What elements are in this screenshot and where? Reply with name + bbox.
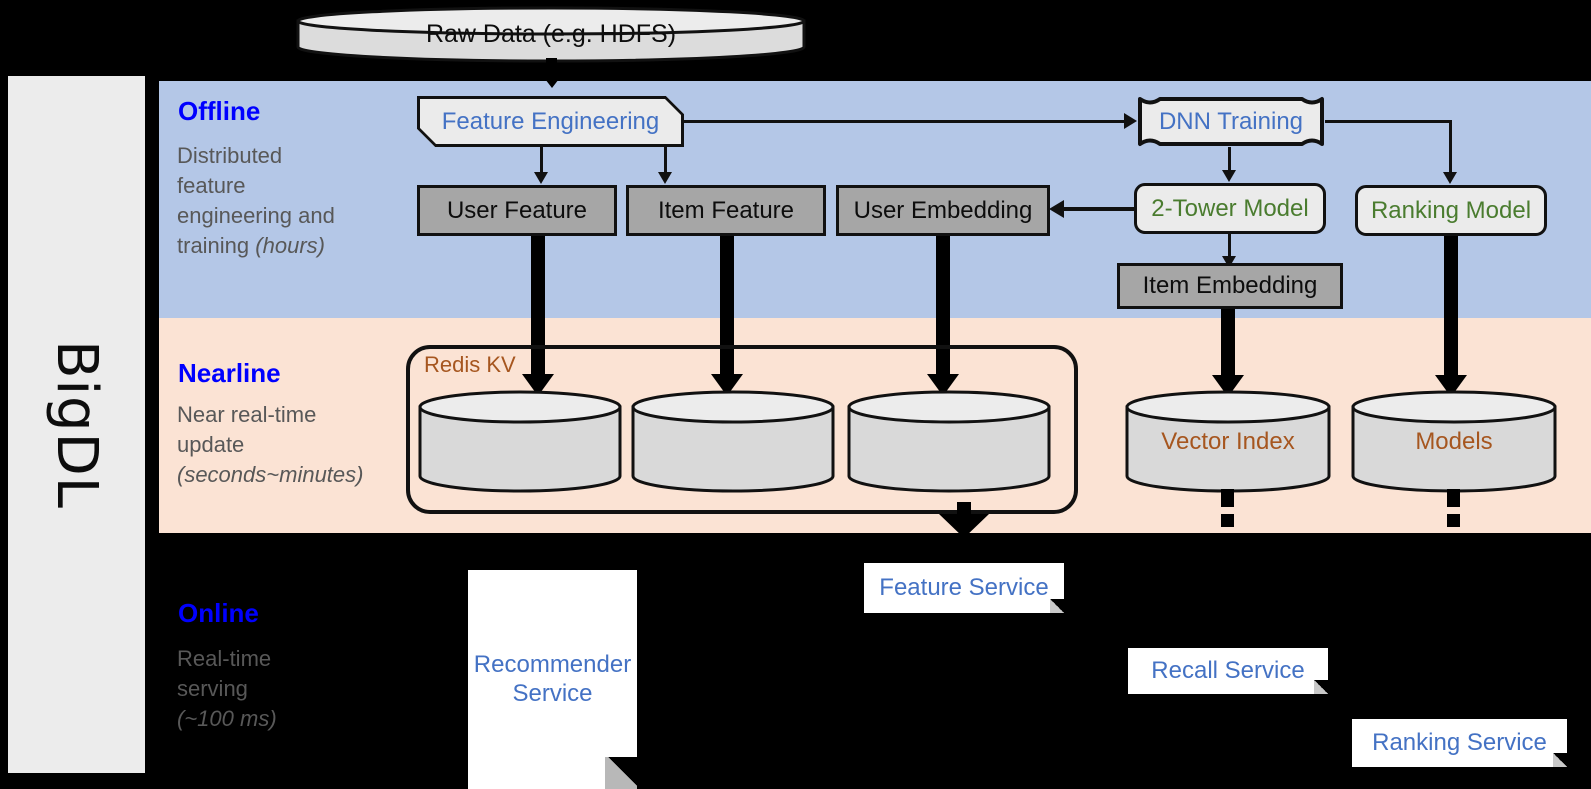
arrow-itemembedding-vectorindex-stem xyxy=(1221,309,1235,385)
page-fold-icon xyxy=(1314,680,1328,694)
arrow-fe-userfeature-head xyxy=(534,172,548,184)
arrow-dnn-ranking-head xyxy=(1443,172,1457,184)
dnn-training-node[interactable]: DNN Training xyxy=(1137,96,1325,147)
raw-data-label: Raw Data (e.g. HDFS) xyxy=(425,19,677,48)
arrow-fe-userfeature-line xyxy=(540,147,543,175)
item-feature-node[interactable]: Item Feature xyxy=(626,185,826,236)
ranking-model-label: Ranking Model xyxy=(1370,196,1532,224)
redis-store-1-cylinder[interactable] xyxy=(417,389,623,494)
redis-store-2-label xyxy=(630,389,836,494)
redis-store-1-label xyxy=(417,389,623,494)
arrow-twotower-userembedding-line xyxy=(1063,207,1135,211)
arrow-rankingmodel-models-stem xyxy=(1444,236,1458,386)
nearline-desc-l2: update xyxy=(177,432,245,458)
models-cylinder[interactable]: Models xyxy=(1350,389,1558,494)
raw-data-cylinder: Raw Data (e.g. HDFS) xyxy=(295,5,807,63)
offline-desc-l4: training xyxy=(177,233,256,259)
models-label: Models xyxy=(1415,427,1493,455)
arrow-rawdata-fe-head xyxy=(535,66,569,88)
two-tower-model-label: 2-Tower Model xyxy=(1151,194,1309,222)
recommender-service-line2: Service xyxy=(512,679,593,707)
offline-desc-l2: feature xyxy=(177,173,246,199)
nearline-desc-emph: (seconds~minutes) xyxy=(177,462,364,488)
feature-engineering-label: Feature Engineering xyxy=(420,99,681,144)
redis-store-3-label xyxy=(846,389,1052,494)
arrow-dnn-ranking-v xyxy=(1449,120,1452,175)
nearline-desc-l1: Near real-time xyxy=(177,402,317,427)
arrow-redis-featureservice-head xyxy=(939,514,989,538)
redis-store-2-cylinder[interactable] xyxy=(630,389,836,494)
vector-index-cylinder[interactable]: Vector Index xyxy=(1124,389,1332,494)
arrow-userfeature-store1-head xyxy=(522,374,554,396)
user-embedding-node[interactable]: User Embedding xyxy=(836,185,1050,236)
user-embedding-label: User Embedding xyxy=(853,196,1033,224)
recall-service-node[interactable]: Recall Service xyxy=(1128,648,1328,694)
user-feature-label: User Feature xyxy=(446,196,588,224)
item-embedding-label: Item Embedding xyxy=(1142,272,1318,299)
bigdl-label: BigDL xyxy=(8,76,145,773)
recommender-service-node[interactable]: Recommender Service xyxy=(468,570,637,789)
connector-redis-featureservice-square xyxy=(957,502,971,516)
recommender-service-line1: Recommender xyxy=(473,650,632,678)
connector-vectorindex-dash2 xyxy=(1221,514,1234,527)
nearline-stage-title: Nearline xyxy=(178,358,281,388)
arrow-twotower-itememb-line xyxy=(1228,234,1231,259)
dnn-training-label: DNN Training xyxy=(1158,107,1304,135)
arrow-fe-itemfeature-line xyxy=(664,147,667,175)
ranking-service-label: Ranking Service xyxy=(1372,728,1547,756)
offline-desc-emph: (hours) xyxy=(255,233,325,259)
bigdl-text: BigDL xyxy=(44,340,109,509)
arrow-dnn-twotower-line xyxy=(1228,147,1231,173)
arrow-fe-dnn-line xyxy=(684,120,1124,123)
ranking-model-node[interactable]: Ranking Model xyxy=(1355,185,1547,236)
connector-vectorindex-dash1 xyxy=(1221,489,1234,507)
arrow-fe-itemfeature-head xyxy=(658,172,672,184)
bigdl-framework-rail: BigDL xyxy=(8,76,145,773)
page-fold-icon xyxy=(1050,599,1064,613)
arrow-fe-dnn-head xyxy=(1124,113,1137,129)
user-feature-node[interactable]: User Feature xyxy=(417,185,617,236)
page-fold-icon xyxy=(605,757,637,789)
arrow-dnn-twotower-head xyxy=(1222,170,1236,182)
redis-store-3-cylinder[interactable] xyxy=(846,389,1052,494)
item-embedding-node[interactable]: Item Embedding xyxy=(1117,263,1343,309)
feature-service-label: Feature Service xyxy=(879,573,1049,601)
recommender-service-label: Recommender Service xyxy=(468,570,637,789)
redis-kv-group xyxy=(406,345,1078,514)
feature-engineering-node[interactable]: Feature Engineering xyxy=(417,96,684,147)
offline-desc-l1: Distributed xyxy=(177,143,283,168)
page-fold-icon xyxy=(1553,753,1567,767)
nearline-stage-description: Near real-time update (seconds~minutes) xyxy=(177,400,412,490)
arrow-dnn-ranking-h xyxy=(1325,120,1452,123)
online-desc-l1: Real-time xyxy=(177,646,272,671)
offline-desc-l3: engineering and xyxy=(177,203,335,229)
online-desc-emph: (~100 ms) xyxy=(177,706,277,732)
arrow-itemfeature-store2-head xyxy=(711,374,743,396)
online-stage-description: Real-time serving (~100 ms) xyxy=(177,644,402,734)
connector-models-dash2 xyxy=(1447,514,1460,527)
offline-stage-title: Offline xyxy=(178,96,261,126)
recall-service-label: Recall Service xyxy=(1151,656,1305,684)
redis-kv-label: Redis KV xyxy=(424,352,516,377)
online-desc-l2: serving xyxy=(177,676,248,702)
item-feature-label: Item Feature xyxy=(657,196,795,224)
offline-stage-description: Distributed feature engineering and trai… xyxy=(177,141,402,262)
feature-service-node[interactable]: Feature Service xyxy=(864,563,1064,613)
connector-models-dash1 xyxy=(1447,489,1460,507)
ranking-service-node[interactable]: Ranking Service xyxy=(1352,719,1567,767)
arrow-userembedding-store3-head xyxy=(927,374,959,396)
online-stage-title: Online xyxy=(178,598,259,628)
arrow-twotower-userembedding-head xyxy=(1049,200,1064,218)
vector-index-label: Vector Index xyxy=(1161,427,1295,455)
two-tower-model-node[interactable]: 2-Tower Model xyxy=(1134,183,1326,234)
